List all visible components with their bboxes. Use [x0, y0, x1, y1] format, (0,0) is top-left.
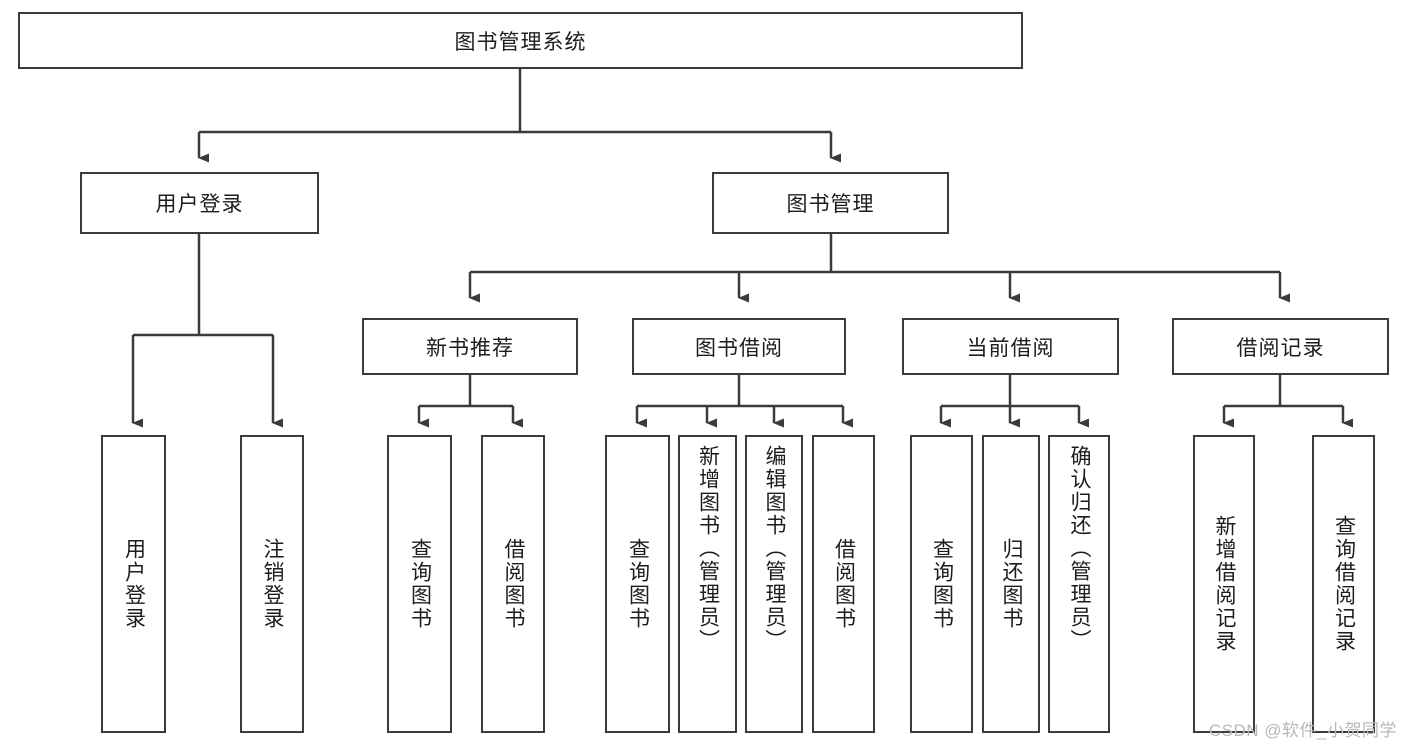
node-current-borrow[interactable]: 当前借阅	[902, 318, 1119, 375]
node-label: 图书管理	[786, 193, 875, 216]
node-label: 查询借阅记录	[1332, 515, 1356, 653]
leaf-borrow-record-query-record[interactable]: 查询借阅记录	[1312, 435, 1375, 733]
node-user-login[interactable]: 用户登录	[80, 172, 319, 234]
node-book-borrow[interactable]: 图书借阅	[632, 318, 846, 375]
node-label: 查询图书	[930, 538, 954, 630]
node-label: 注销登录	[261, 538, 285, 630]
leaf-current-borrow-confirm-return-admin[interactable]: 确认归还（管理员）	[1048, 435, 1110, 733]
node-label: 当前借阅	[966, 336, 1055, 360]
node-label: 新书推荐	[426, 336, 514, 360]
node-book-management[interactable]: 图书管理	[712, 172, 949, 234]
node-label: 新增借阅记录	[1213, 515, 1237, 653]
node-label: 编辑图书（管理员）	[763, 445, 787, 652]
node-label: 用户登录	[122, 538, 146, 630]
node-label: 归还图书	[1000, 538, 1024, 630]
leaf-borrow-record-add-record[interactable]: 新增借阅记录	[1193, 435, 1255, 733]
leaf-book-borrow-borrow-book[interactable]: 借阅图书	[812, 435, 875, 733]
node-label: 新增图书（管理员）	[696, 445, 720, 652]
node-new-book-recommend[interactable]: 新书推荐	[362, 318, 578, 375]
leaf-current-borrow-return-book[interactable]: 归还图书	[982, 435, 1040, 733]
leaf-book-borrow-query-book[interactable]: 查询图书	[605, 435, 670, 733]
node-label: 查询图书	[626, 538, 650, 630]
node-label: 借阅记录	[1236, 336, 1325, 360]
leaf-book-borrow-add-book-admin[interactable]: 新增图书（管理员）	[678, 435, 737, 733]
node-label: 确认归还（管理员）	[1068, 445, 1092, 652]
watermark: CSDN @软件_小贺同学	[1208, 721, 1397, 740]
node-borrow-record[interactable]: 借阅记录	[1172, 318, 1389, 375]
node-label: 用户登录	[155, 193, 244, 216]
node-label: 借阅图书	[832, 538, 856, 630]
node-label: 图书借阅	[695, 336, 783, 360]
node-label: 查询图书	[408, 538, 432, 630]
leaf-user-login-logout[interactable]: 注销登录	[240, 435, 304, 733]
node-label: 借阅图书	[502, 538, 526, 630]
leaf-current-borrow-query-book[interactable]: 查询图书	[910, 435, 973, 733]
leaf-new-book-borrow-book[interactable]: 借阅图书	[481, 435, 545, 733]
leaf-user-login-login[interactable]: 用户登录	[101, 435, 166, 733]
leaf-book-borrow-edit-book-admin[interactable]: 编辑图书（管理员）	[745, 435, 803, 733]
leaf-new-book-query-book[interactable]: 查询图书	[387, 435, 452, 733]
node-label: 图书管理系统	[454, 30, 587, 54]
node-root-book-management-system[interactable]: 图书管理系统	[18, 12, 1023, 69]
